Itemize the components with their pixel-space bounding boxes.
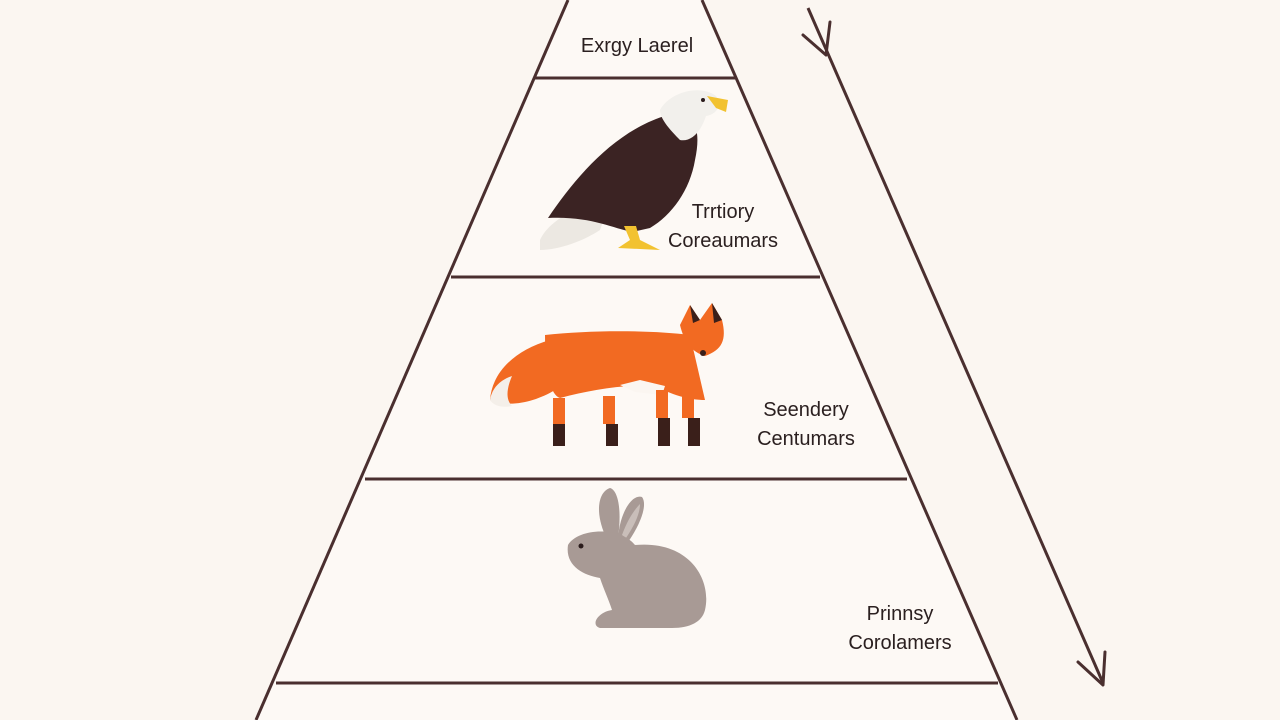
energy-flow-arrow-line <box>806 7 1105 684</box>
label-primary-line1: Prinnsy <box>866 603 934 625</box>
label-secondary-line2: Centumars <box>757 428 855 450</box>
label-secondary-line1: Seendery <box>763 399 849 421</box>
label-energy-level-line1: Exrgy Laerel <box>580 35 694 57</box>
rabbit-icon <box>567 488 707 628</box>
label-tertiary-line2: Coreaumars <box>667 230 779 252</box>
label-tertiary-line1: Trrtiory <box>691 201 755 223</box>
energy-flow-arrow-bottom-head <box>1076 650 1107 687</box>
pyramid-left-edge <box>254 0 570 720</box>
label-primary-consumers: Prinnsy Corolamers <box>836 600 964 658</box>
pyramid-right-edge <box>700 0 1019 720</box>
label-tertiary-consumers: Trrtiory Coreaumars <box>662 198 784 256</box>
energy-flow-arrow-top-head <box>801 20 832 57</box>
label-primary-line2: Corolamers <box>848 632 952 654</box>
label-energy-level: Exrgy Laerel <box>555 32 719 61</box>
label-secondary-consumers: Seendery Centumars <box>744 396 868 454</box>
fox-icon <box>490 303 724 446</box>
eagle-icon <box>540 90 728 250</box>
